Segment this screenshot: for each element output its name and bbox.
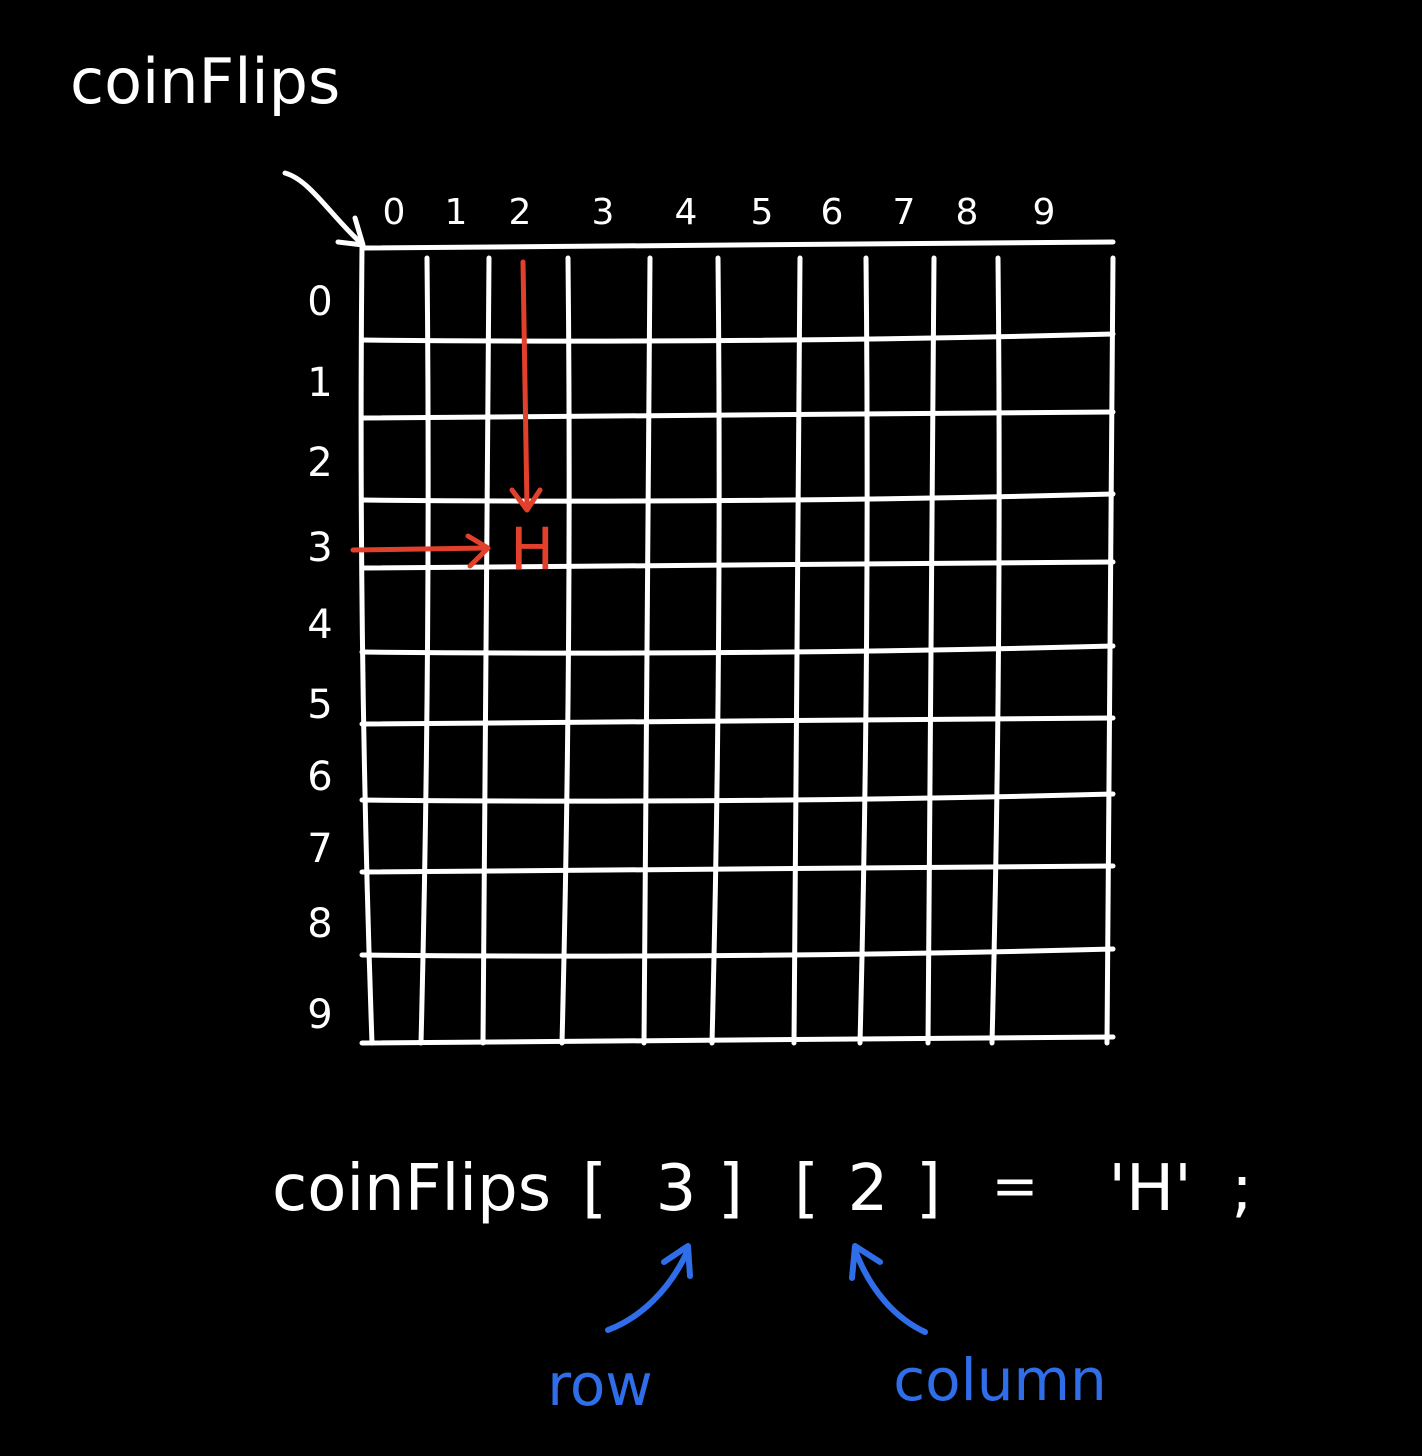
- column-index-label: 8: [956, 192, 979, 233]
- grid-right-border: [1104, 255, 1116, 1046]
- grid-column-line: [989, 255, 1002, 1046]
- grid-row-line: [359, 643, 1116, 656]
- column-down-arrow: [520, 259, 530, 511]
- row-index-label: 4: [307, 602, 332, 648]
- column-index-label: 3: [592, 192, 615, 233]
- grid-row-line: [359, 715, 1116, 727]
- row-index-label: 9: [307, 992, 332, 1038]
- row-open-bracket: [: [582, 1152, 607, 1226]
- column-index-label: 0: [383, 192, 406, 233]
- grid-column-line: [559, 255, 572, 1046]
- assignment-operator: =: [992, 1154, 1039, 1219]
- column-index-label: 4: [675, 192, 698, 233]
- array-grid: [358, 239, 1116, 1046]
- grid-bottom-border: [359, 1034, 1116, 1046]
- assigned-value: 'H': [1108, 1152, 1191, 1226]
- assignment-statement: coinFlips [ 3 ] [ 2 ] = 'H' ;: [272, 1152, 1253, 1226]
- row-index-label: 5: [307, 682, 332, 728]
- column-close-bracket: ]: [916, 1152, 941, 1226]
- grid-left-border: [358, 245, 375, 1046]
- statement-column-index: 2: [848, 1152, 889, 1226]
- grid-row-line: [359, 409, 1116, 421]
- column-index-label: 7: [893, 192, 916, 233]
- grid-column-line: [641, 255, 653, 1046]
- row-annotation-arrow: [605, 1247, 691, 1333]
- statement-terminator: ;: [1231, 1152, 1253, 1226]
- grid-top-border: [359, 239, 1116, 251]
- row-index-labels: 0 1 2 3 4 5 6 7 8 9: [307, 279, 332, 1038]
- column-index-label: 6: [821, 192, 844, 233]
- grid-column-line: [857, 255, 870, 1046]
- column-index-label: 1: [445, 192, 468, 233]
- grid-row-line: [359, 946, 1116, 959]
- name-to-grid-arrow: [282, 170, 366, 248]
- column-open-bracket: [: [794, 1152, 819, 1226]
- highlight-arrows: [350, 259, 543, 569]
- row-right-arrow: [350, 545, 490, 553]
- grid-row-line: [359, 331, 1116, 344]
- column-index-label: 9: [1033, 192, 1056, 233]
- column-index-label: 2: [509, 192, 532, 233]
- grid-column-line: [925, 255, 937, 1046]
- statement-array-name: coinFlips: [272, 1152, 551, 1226]
- row-annotation-label: row: [547, 1351, 653, 1419]
- row-index-label: 8: [307, 901, 332, 947]
- grid-column-line: [791, 255, 803, 1046]
- column-index-label: 5: [751, 192, 774, 233]
- grid-column-line: [480, 255, 492, 1046]
- grid-row-line: [359, 863, 1116, 875]
- grid-row-line: [359, 491, 1116, 504]
- row-index-label: 1: [307, 360, 332, 406]
- row-index-label: 0: [307, 279, 332, 325]
- annotation-arrows: [605, 1243, 928, 1335]
- row-close-bracket: ]: [718, 1152, 743, 1226]
- row-index-label: 3: [307, 525, 332, 571]
- row-index-label: 7: [307, 826, 332, 872]
- column-annotation-label: column: [893, 1346, 1107, 1414]
- array-name-title: coinFlips: [70, 45, 340, 118]
- grid-column-line: [709, 255, 722, 1046]
- row-index-label: 6: [307, 754, 332, 800]
- statement-row-index: 3: [656, 1152, 697, 1226]
- row-index-label: 2: [307, 440, 332, 486]
- column-annotation-arrow: [852, 1247, 928, 1335]
- highlighted-cell-value: H: [510, 515, 554, 583]
- grid-column-line: [418, 255, 431, 1046]
- grid-row-line: [359, 791, 1116, 804]
